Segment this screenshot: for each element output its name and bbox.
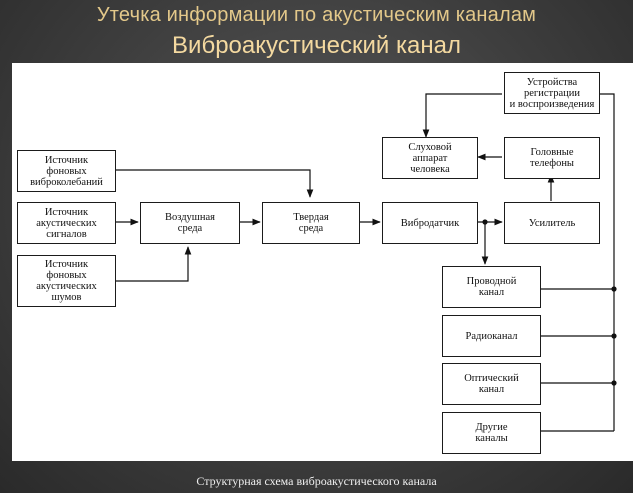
radio-channel-box: Радиоканал [442, 315, 541, 357]
amplifier-box: Усилитель [504, 202, 600, 244]
edge-noise-to-air [116, 246, 192, 282]
junction-dot [611, 333, 617, 339]
diagram-connectors [116, 93, 617, 432]
hearing-box: Слуховой аппарат человека [382, 137, 478, 179]
junction-dot [482, 219, 488, 225]
figure-caption: Структурная схема виброакустического кан… [196, 474, 437, 488]
wired-channel-box: Проводной канал [442, 266, 541, 308]
block-diagram: Источник фоновых виброколебаний Источник… [12, 63, 633, 461]
acoustic-source-box: Источник акустических сигналов [17, 202, 116, 244]
vibrosensor-box: Вибродатчик [382, 202, 478, 244]
recorders-box: Устройства регистрации и воспроизведения [504, 72, 600, 114]
slide-title: Утечка информации по акустическим канала… [96, 4, 537, 26]
noise-source-box: Источник фоновых акустических шумов [17, 255, 116, 307]
edge-channel-bus [541, 93, 615, 432]
optical-channel-box: Оптический канал [442, 363, 541, 405]
junction-dot [611, 286, 617, 292]
edge-recorders-to-hearing [422, 93, 502, 138]
other-channels-box: Другие каналы [442, 412, 541, 454]
air-medium-box: Воздушная среда [140, 202, 240, 244]
vibration-source-box: Источник фоновых виброколебаний [17, 150, 116, 192]
edge-vibration-to-solid [116, 169, 314, 198]
headphones-box: Головные телефоны [504, 137, 600, 179]
junction-dot [611, 380, 617, 386]
solid-medium-box: Твердая среда [262, 202, 360, 244]
slide-subtitle: Виброакустический канал [172, 32, 461, 59]
